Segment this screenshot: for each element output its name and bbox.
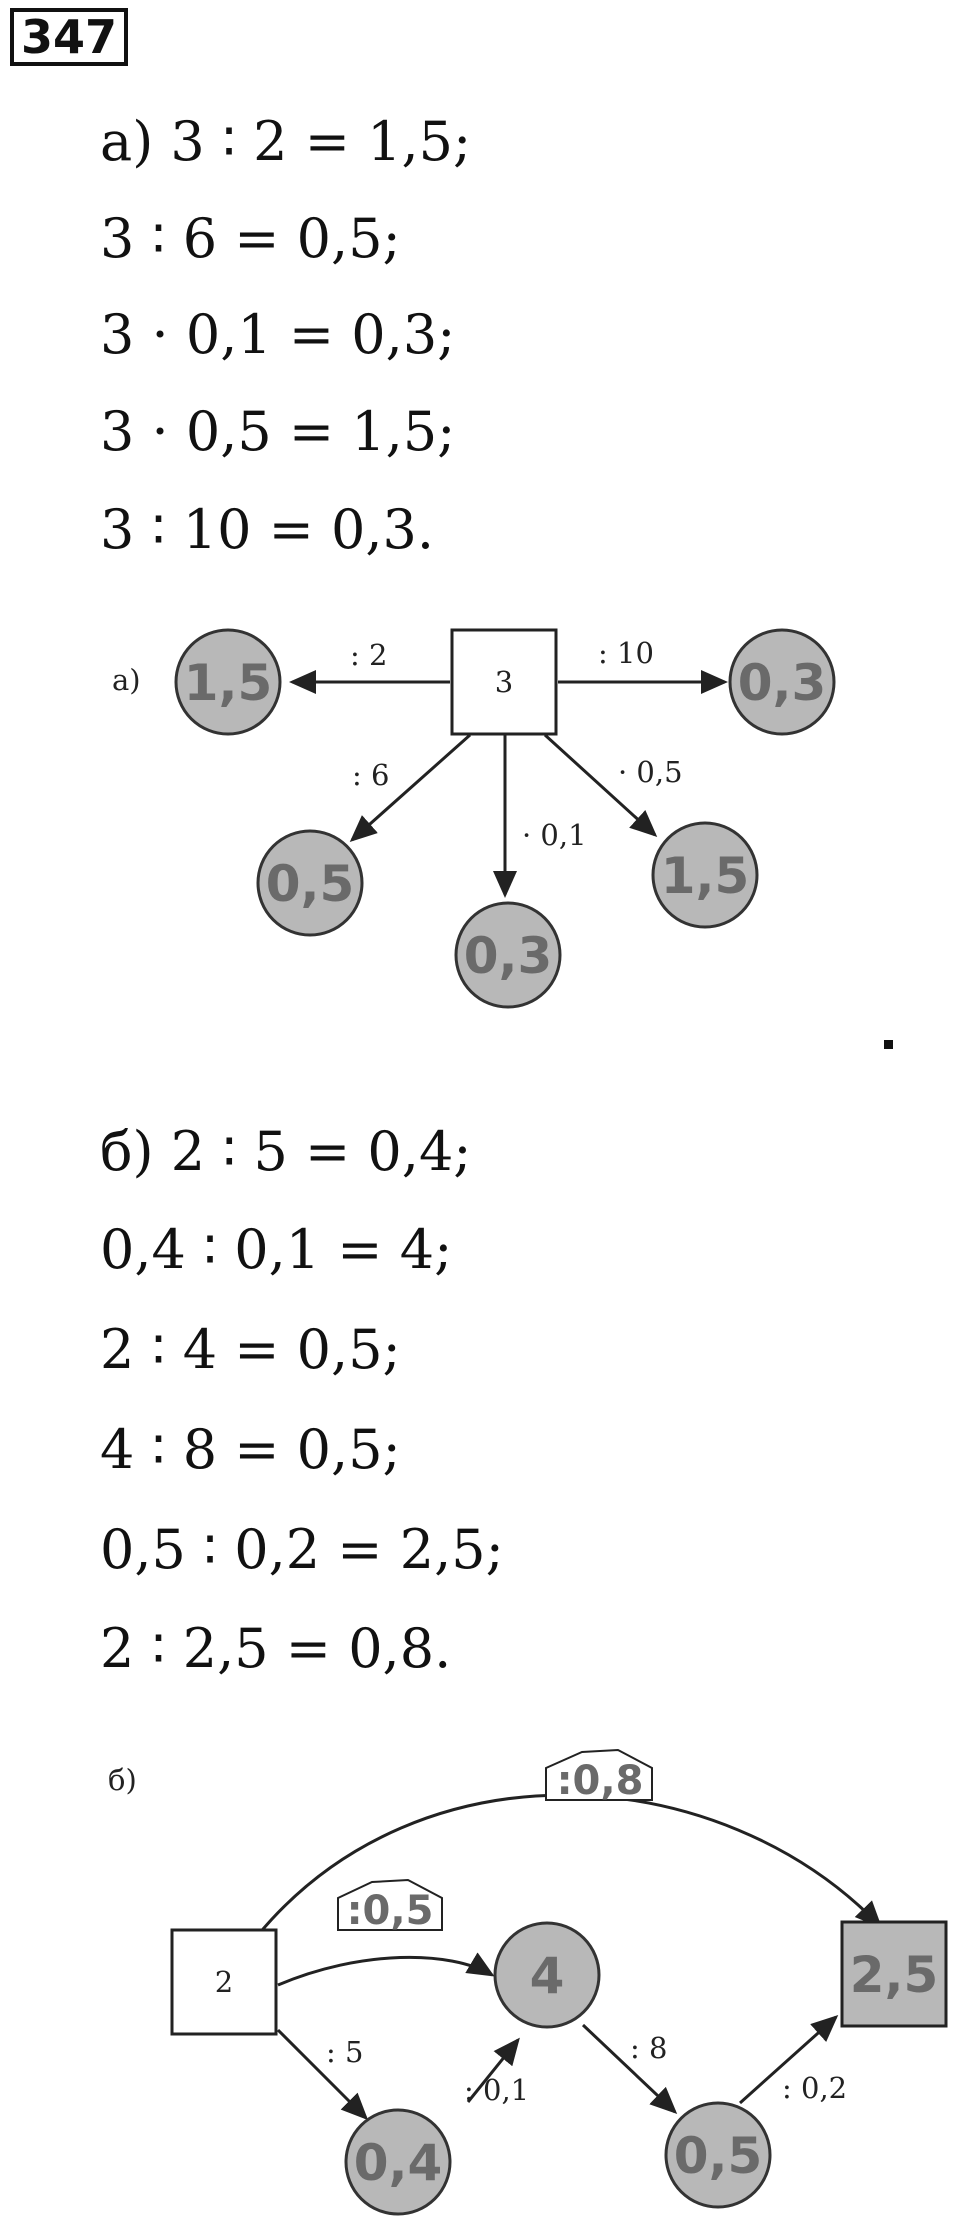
arrow-b-to-end: [738, 2014, 839, 2105]
arrow-a-bottom-left: [349, 733, 471, 842]
node-a-bottom-right: [651, 821, 759, 929]
op-a-bottom: · 0,1: [522, 818, 587, 852]
node-a-bottom-left: [256, 829, 364, 937]
equation-b-6: 2 ∶ 2,5 = 0,8.: [100, 1617, 452, 1680]
op-a-bottom-right: · 0,5: [618, 755, 683, 789]
node-a-bottom-left-value: 0,5: [266, 855, 355, 913]
op-b-to-05: : 8: [630, 2031, 667, 2065]
equation-a-1: а) 3 ∶ 2 = 1,5;: [100, 110, 472, 173]
node-a-bottom: [454, 901, 562, 1009]
op-a-bottom-left: : 6: [352, 758, 389, 792]
op-b-arc-small: :0,5: [347, 1888, 434, 1934]
node-b-05: [664, 2101, 772, 2209]
equation-a-2: 3 ∶ 6 = 0,5;: [100, 207, 401, 270]
equation-b-5: 0,5 ∶ 0,2 = 2,5;: [100, 1518, 504, 1581]
diagram-a: а) 3 1,5 0,3 0,5 0,3 1,5 : 2 : 10 : 6 · …: [112, 628, 836, 1009]
node-a-right: [728, 628, 836, 736]
node-a-left-value: 1,5: [184, 654, 273, 712]
diagram-b: б) 2 2,5 4 0,4 0,5 :0,5 :0,8 : 5 : 0,1 :…: [108, 1748, 948, 2216]
arrow-b-to-05: [581, 2023, 678, 2115]
arc-big-label-frame: [545, 1748, 653, 1801]
op-b-arc-big: :0,8: [557, 1758, 644, 1804]
equation-b-2: 0,4 ∶ 0,1 = 4;: [100, 1218, 453, 1281]
diagram-b-start-value: 2: [215, 1965, 233, 1999]
op-b-to-04: : 5: [326, 2035, 363, 2069]
arrow-a-bottom-right: [543, 733, 658, 838]
diagram-b-start-box: [170, 1928, 278, 2036]
diagram-b-end-value: 2,5: [850, 1946, 939, 2004]
equation-b-4: 4 ∶ 8 = 0,5;: [100, 1418, 401, 1481]
equation-a-3: 3 · 0,1 = 0,3;: [100, 303, 456, 366]
diagram-a-center-box: [450, 628, 558, 736]
op-a-right: : 10: [598, 636, 654, 670]
arc-b-small: [277, 1952, 495, 1987]
op-a-left: : 2: [350, 638, 387, 672]
arrow-b-to-04: [276, 2028, 369, 2121]
equation-b-1: б) 2 ∶ 5 = 0,4;: [100, 1120, 472, 1183]
arrow-b-to-4: [466, 2037, 520, 2103]
arc-small-label-frame: [337, 1878, 443, 1931]
equation-a-5: 3 ∶ 10 = 0,3.: [100, 498, 435, 561]
stray-dot: [884, 1040, 893, 1049]
equation-a-4: 3 · 0,5 = 1,5;: [100, 400, 456, 463]
node-b-4-value: 4: [530, 1947, 565, 2005]
diagram-a-label: а): [112, 663, 141, 697]
node-b-04: [344, 2108, 452, 2216]
node-b-04-value: 0,4: [354, 2134, 443, 2192]
diagram-b-label: б): [108, 1763, 137, 1797]
node-a-left: [174, 628, 282, 736]
node-a-right-value: 0,3: [738, 654, 827, 712]
op-b-to-4: : 0,1: [464, 2073, 529, 2107]
node-b-4: [493, 1921, 601, 2029]
diagram-b-end-box: [840, 1920, 948, 2028]
node-a-bottom-right-value: 1,5: [661, 847, 750, 905]
node-a-bottom-value: 0,3: [464, 927, 553, 985]
diagram-a-center-value: 3: [495, 665, 513, 699]
node-b-05-value: 0,5: [674, 2127, 763, 2185]
problem-number: 347: [10, 8, 128, 66]
op-b-to-end: : 0,2: [782, 2071, 847, 2105]
equation-b-3: 2 ∶ 4 = 0,5;: [100, 1318, 401, 1381]
